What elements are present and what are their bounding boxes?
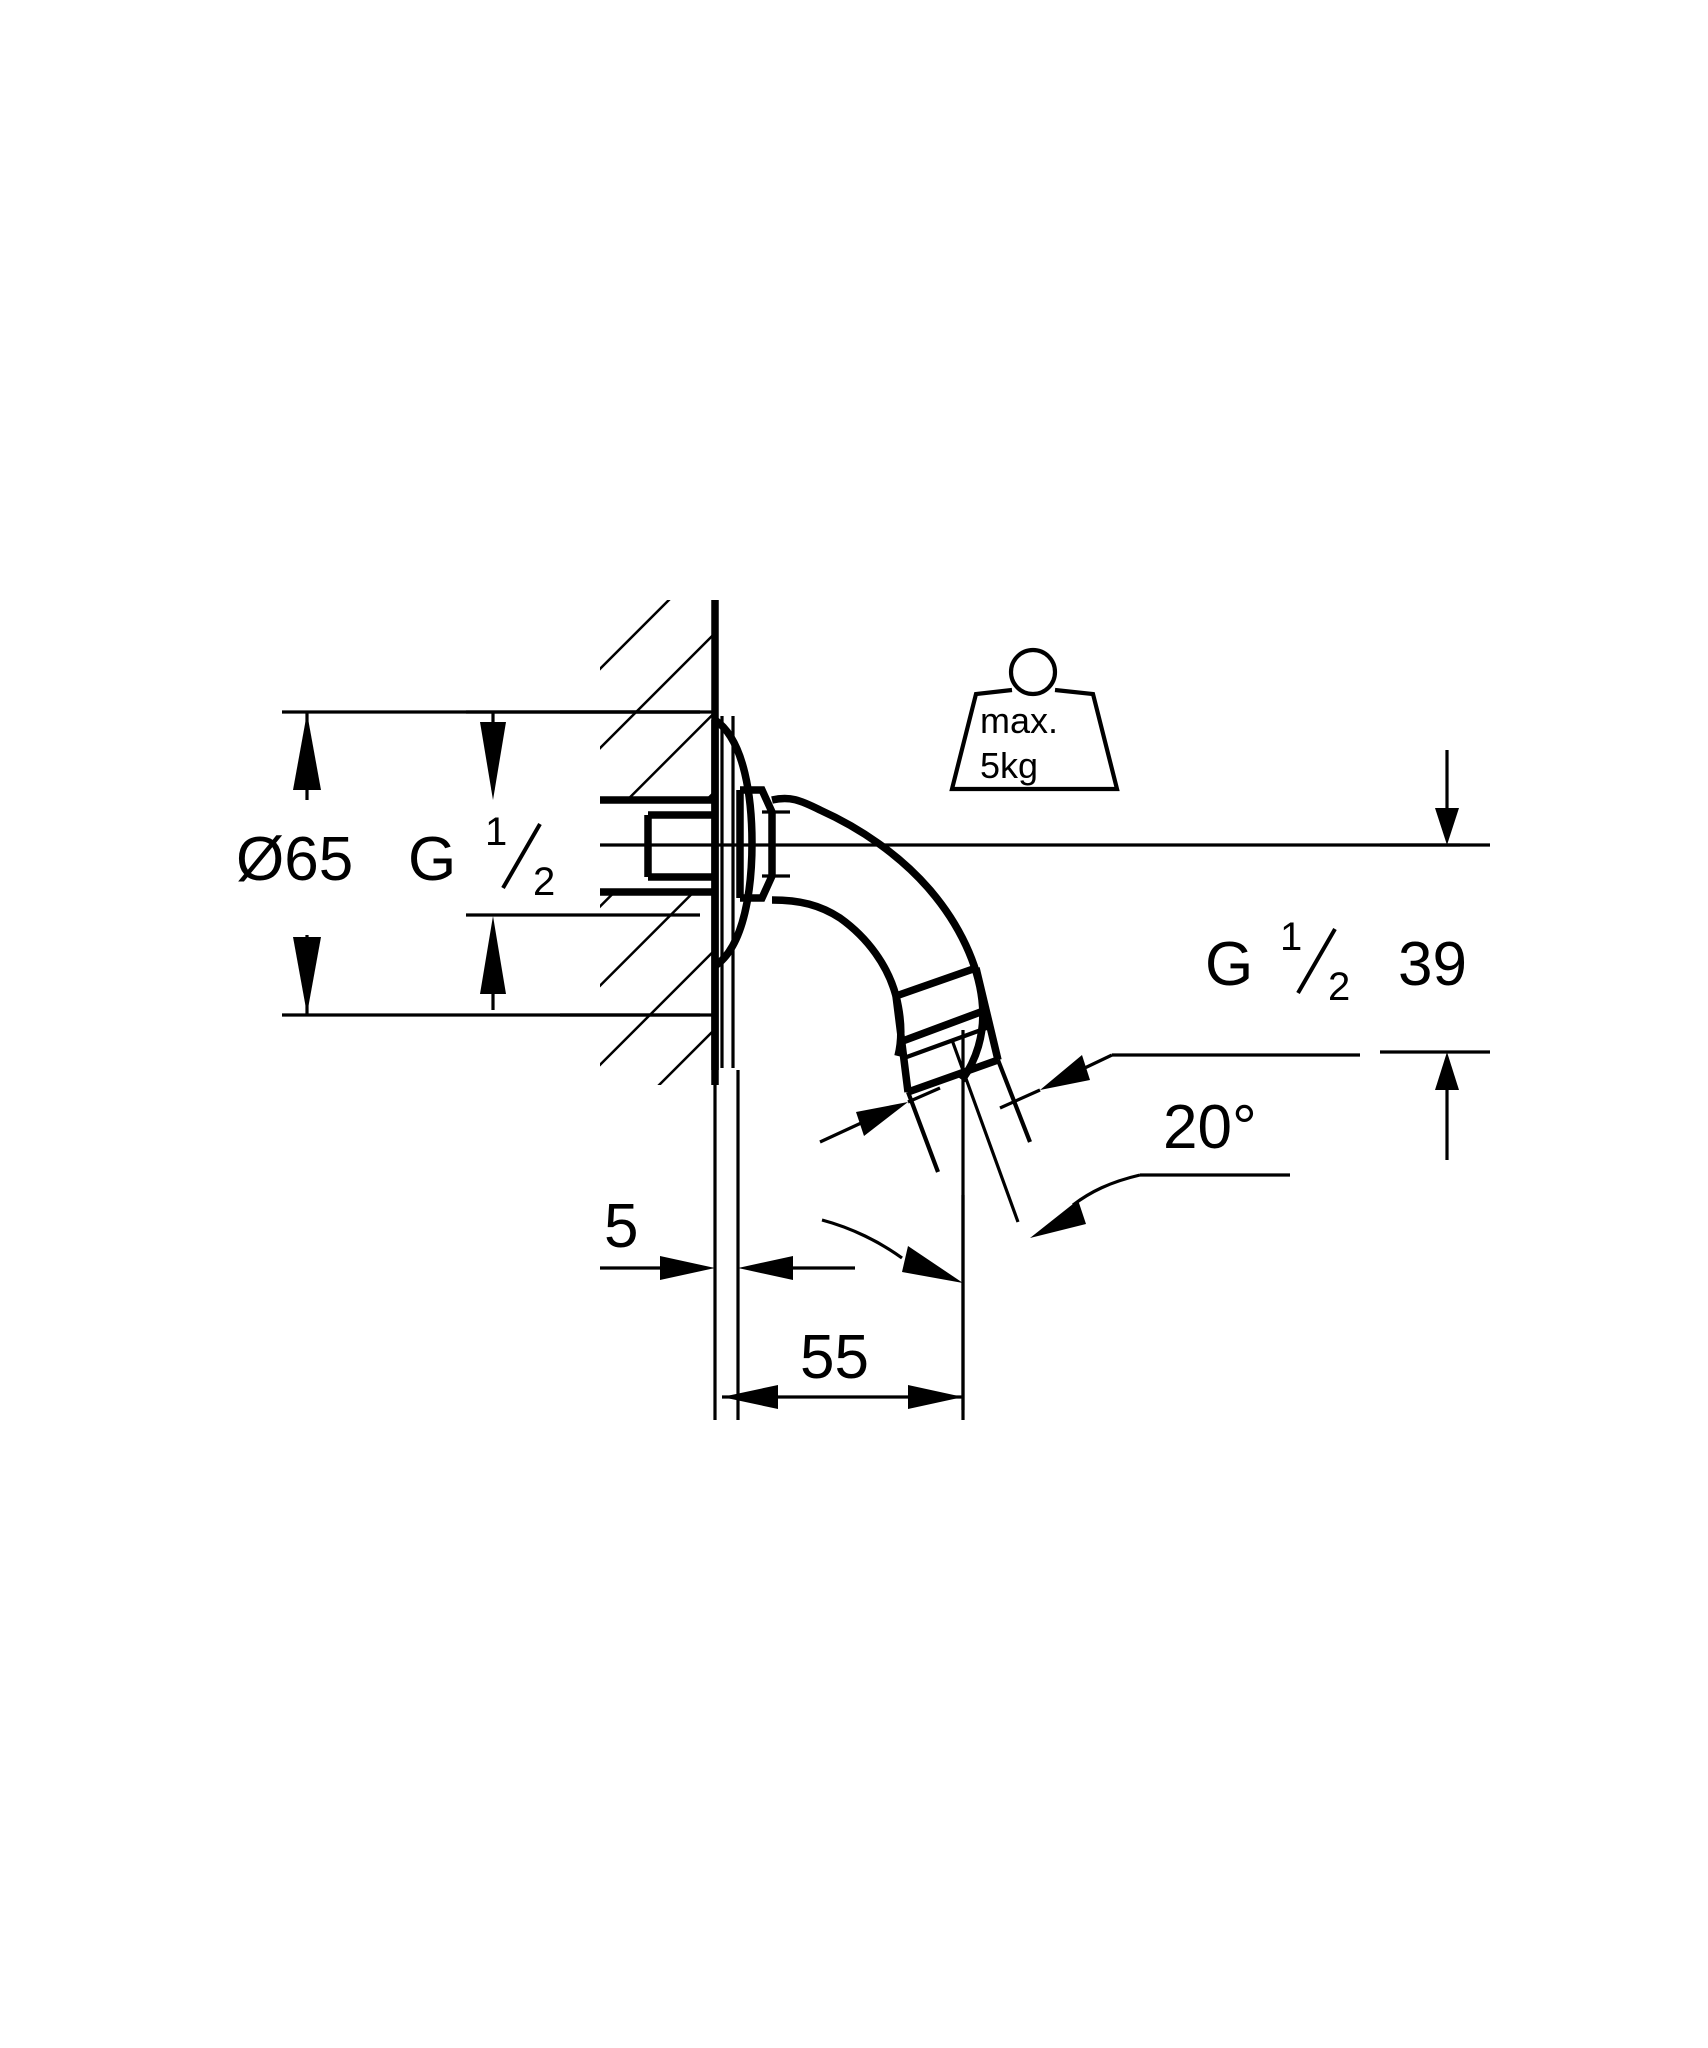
dim65-arrow-up	[293, 713, 321, 790]
ghalf-inlet-fraction-bar	[501, 822, 542, 890]
dimension-angle-20: 20°	[821, 1093, 1290, 1283]
angle20-label: 20°	[1163, 1093, 1257, 1162]
collar-left-pointer	[819, 1086, 941, 1144]
ghalf-inlet-label-group: G 1 2	[408, 810, 555, 904]
spout-outer-upper-curve	[771, 794, 987, 1083]
collar-band-1-top	[894, 964, 978, 1000]
wall-hatch-lower	[600, 892, 715, 1085]
collar-band-1-bottom	[898, 1006, 988, 1046]
dim55-label: 55	[800, 1323, 869, 1392]
leader-g-half-outlet: G 1 2	[999, 915, 1360, 1110]
collar-right-edge	[972, 967, 1002, 1061]
ghalf-inlet-numerator: 1	[485, 810, 507, 854]
ghalf-outlet-arrowhead	[1040, 1055, 1090, 1090]
spout-inner-lower-curve	[771, 896, 905, 1057]
dim65-arrow-down	[293, 937, 321, 1014]
dimension-height-39: 39	[1380, 750, 1490, 1160]
dim39-arrow-down	[1435, 808, 1459, 845]
dim39-arrow-up	[1435, 1052, 1459, 1090]
dim5-label: 5	[604, 1192, 638, 1261]
angle20-arrowhead	[1030, 1200, 1086, 1238]
ghalf-outlet-denominator: 2	[1328, 965, 1350, 1009]
angle20-leader-curve	[1072, 1173, 1141, 1207]
ghalf-outlet-label-group: G 1 2	[1205, 915, 1350, 1009]
dim65-label: Ø65	[236, 825, 353, 894]
dim5-arrow-right	[660, 1256, 715, 1280]
collar-band-2-top	[903, 1024, 993, 1060]
dim55-arrow-right	[908, 1385, 963, 1409]
ghalf-outlet-fraction-bar	[1296, 927, 1337, 995]
nozzle-left-line	[906, 1091, 940, 1173]
ghalf-inlet-denominator: 2	[533, 860, 555, 904]
collar-pointer-tail	[907, 1086, 941, 1104]
nozzle-angled-centerline	[950, 1039, 1020, 1223]
dim39-label: 39	[1398, 930, 1467, 999]
ghalf-arrow-down	[480, 722, 506, 800]
dim5-arrow-left	[738, 1256, 793, 1280]
weight-body-trapezoid	[949, 687, 1120, 792]
collar-band-2-bottom	[906, 1056, 1000, 1096]
max-load-weight-icon: max. 5kg	[949, 647, 1120, 792]
collar-left-edge	[892, 995, 912, 1093]
weight-line1: max.	[980, 700, 1058, 741]
escutcheon-flange	[711, 716, 756, 1070]
dim55-arrow-left	[722, 1385, 778, 1409]
ghalf-outlet-numerator: 1	[1280, 915, 1302, 959]
angle20-lower-arrowhead	[902, 1246, 963, 1283]
ghalf-outlet-letter: G	[1205, 930, 1253, 999]
wall-hatch-upper	[600, 600, 715, 800]
ghalf-inlet-letter: G	[408, 825, 456, 894]
weight-ring-outer	[1008, 647, 1058, 697]
dimension-projection-55: 55	[722, 1195, 965, 1420]
ghalf-outlet-leader-tail	[999, 1088, 1041, 1110]
weight-line2: 5kg	[980, 745, 1038, 786]
angle20-lower-leader-curve	[821, 1218, 903, 1260]
dimension-projection-5: 5	[600, 1070, 855, 1420]
outlet-threaded-collar	[892, 964, 1032, 1173]
dimension-g-half-inlet: G 1 2	[408, 710, 700, 1010]
ghalf-arrow-up	[480, 916, 506, 994]
escutcheon-outer-profile	[712, 716, 756, 970]
centerlines	[600, 843, 1460, 1410]
collar-pointer-arrowhead	[856, 1102, 908, 1136]
wall-section	[560, 600, 719, 1085]
